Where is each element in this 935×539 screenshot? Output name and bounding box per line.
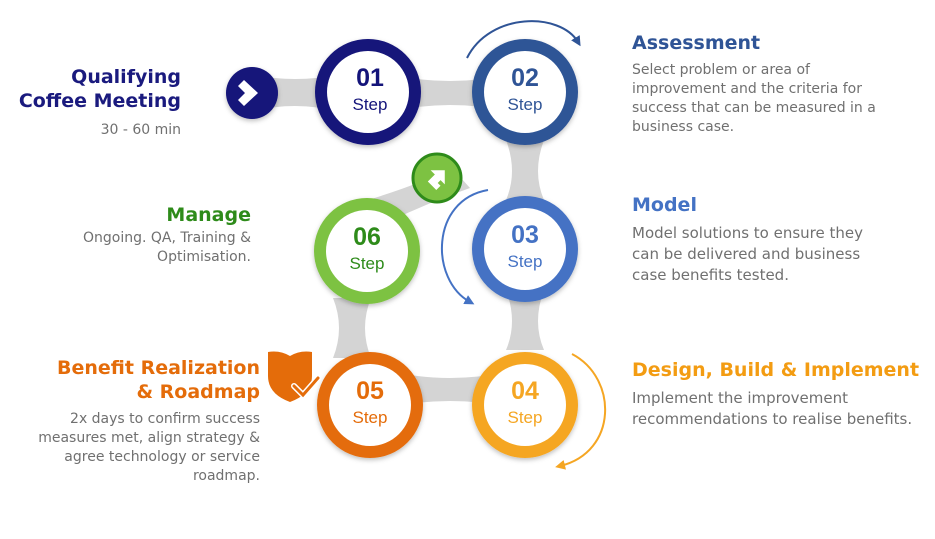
chevron-right-icon <box>226 67 278 119</box>
step-03-text-block: Model Model solutions to ensure they can… <box>632 193 867 286</box>
step-04-title: Design, Build & Implement <box>632 359 920 381</box>
step-01-title-line2: Coffee Meeting <box>18 90 181 112</box>
step-circle-03 <box>472 196 578 302</box>
step-circle-05 <box>317 352 423 458</box>
step-circle-06 <box>314 198 420 304</box>
step-04-text-block: Design, Build & Implement Implement the … <box>632 358 927 430</box>
arrow-curve-03 <box>441 189 489 305</box>
turn-arrow-icon <box>411 152 463 204</box>
step-03-label: Step <box>508 252 543 271</box>
step-circle-02 <box>472 39 578 145</box>
arrow-curve-04 <box>555 353 606 470</box>
step-02-text-block: Assessment Select problem or area of imp… <box>632 31 907 137</box>
step-circle-04 <box>472 352 578 458</box>
step-01-desc: 30 - 60 min <box>100 122 181 138</box>
step-01-title-block: Qualifying Coffee Meeting 30 - 60 min <box>0 65 181 140</box>
step-05-title-line2: & Roadmap <box>136 381 260 403</box>
step-06-text-block: Manage Ongoing. QA, Training & Optimisat… <box>60 203 251 267</box>
step-02-label: Step <box>508 95 543 114</box>
step-03-desc: Model solutions to ensure they can be de… <box>632 224 863 284</box>
step-06-title: Manage <box>166 204 251 226</box>
step-03-number: 03 <box>511 221 539 249</box>
step-06-desc: Ongoing. QA, Training & Optimisation. <box>83 230 251 265</box>
step-05-title-line1: Benefit Realization <box>57 357 260 379</box>
step-06-label: Step <box>350 254 385 273</box>
step-04-number: 04 <box>511 377 539 405</box>
step-03-title: Model <box>632 194 697 216</box>
step-05-desc: 2x days to confirm success measures met,… <box>38 411 260 484</box>
step-01-number: 01 <box>356 64 384 92</box>
step-02-title: Assessment <box>632 32 761 54</box>
step-02-number: 02 <box>511 64 539 92</box>
step-05-text-block: Benefit Realization & Roadmap 2x days to… <box>20 356 260 486</box>
step-04-desc: Implement the improvement recommendation… <box>632 389 913 428</box>
step-05-label: Step <box>353 408 388 427</box>
step-05-number: 05 <box>356 377 384 405</box>
step-circle-01 <box>315 39 421 145</box>
arrow-curve-02 <box>466 20 581 59</box>
shield-check-icon <box>268 351 321 402</box>
step-04-label: Step <box>508 408 543 427</box>
step-01-title-line1: Qualifying <box>71 66 181 88</box>
step-02-desc: Select problem or area of improvement an… <box>632 62 876 135</box>
step-01-label: Step <box>353 95 388 114</box>
step-06-number: 06 <box>353 223 381 251</box>
